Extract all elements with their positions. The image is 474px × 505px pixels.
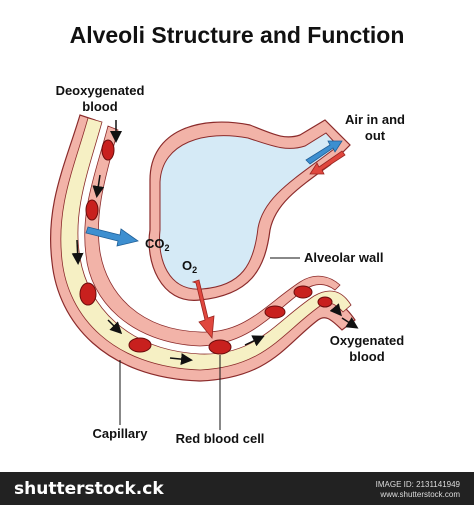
label-red-blood-cell: Red blood cell: [175, 431, 265, 446]
stock-brand-logo: shutterstock.ck: [14, 479, 164, 499]
alveolus-diagram: [49, 114, 359, 430]
label-air-in-out: Air in and out: [345, 112, 405, 143]
red-blood-cell: [101, 139, 115, 161]
label-oxygenated-blood: Oxygenated blood: [329, 333, 405, 364]
label-alveolar-wall: Alveolar wall: [304, 250, 384, 265]
air-out-arrow: [309, 150, 346, 175]
label-o2: O2: [182, 258, 198, 275]
label-deoxygenated-blood: Deoxygenated blood: [55, 83, 145, 114]
red-blood-cell: [264, 305, 286, 319]
blood-flow-arrows: [71, 174, 342, 366]
o2-arrow: [191, 279, 215, 340]
label-capillary: Capillary: [92, 426, 148, 441]
stock-info: IMAGE ID: 2131141949 www.shutterstock.co…: [376, 480, 460, 500]
red-blood-cell: [317, 296, 333, 308]
co2-arrow: [85, 226, 139, 247]
alveolus-air-space: [159, 132, 339, 290]
red-blood-cell: [128, 337, 152, 353]
leader-lines: [119, 257, 300, 430]
red-blood-cell: [293, 285, 313, 299]
stock-footer: shutterstock.ck IMAGE ID: 2131141949 www…: [0, 472, 474, 505]
diagram-title: Alveoli Structure and Function: [69, 22, 405, 48]
red-blood-cell: [79, 282, 97, 306]
site-url: www.shutterstock.com: [380, 490, 460, 499]
air-in-arrow: [305, 140, 343, 165]
red-blood-cell: [85, 199, 99, 221]
label-co2: CO2: [145, 236, 170, 253]
image-id: IMAGE ID: 2131141949: [375, 480, 460, 489]
red-blood-cell: [208, 339, 232, 355]
exit-arrow: [341, 317, 359, 329]
